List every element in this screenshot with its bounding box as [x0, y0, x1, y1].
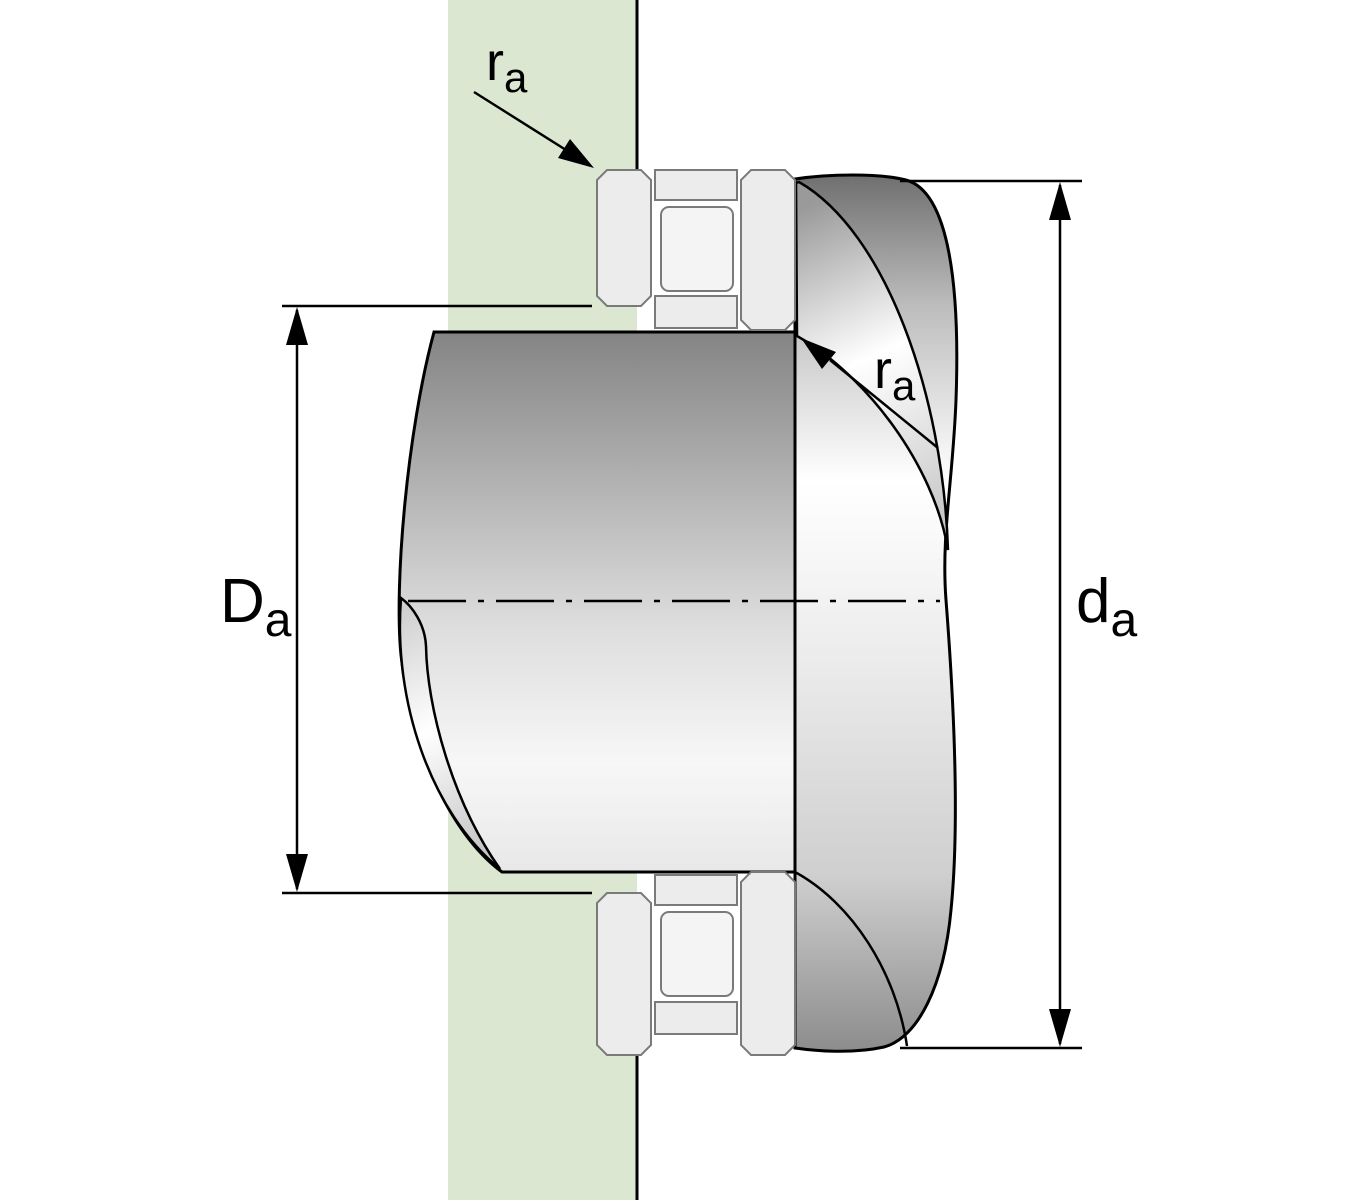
ra-inner-arrow-icon: [801, 338, 836, 369]
da-label: da: [1076, 567, 1137, 647]
collar-break-curve: [794, 870, 909, 1047]
ra-top-arrow-icon: [558, 139, 594, 168]
bearing-cage-bar-top-1: [654, 169, 738, 201]
ra-top-leader-line: [473, 90, 567, 152]
rolling-element-bottom: [660, 911, 734, 997]
dimension-Da: Da: [220, 304, 592, 895]
axial-bearing-top: [596, 169, 796, 331]
ra-top-label: ra: [486, 32, 528, 101]
ra-inner-label: ra: [874, 340, 916, 409]
dimension-da: da: [900, 179, 1137, 1050]
bearing-washer-inner-bottom: [740, 871, 796, 1056]
Da-arrow-down-icon: [286, 854, 308, 892]
Da-label: Da: [220, 567, 292, 647]
ra-inner-leader-line: [829, 359, 939, 449]
da-arrow-up-icon: [1049, 182, 1071, 220]
bearing-washer-inner-top: [740, 169, 796, 331]
callout-ra-top: ra: [473, 32, 594, 168]
da-arrow-down-icon: [1049, 1009, 1071, 1047]
bearing-washer-outer-bottom: [596, 892, 652, 1056]
bearing-cage-bar-bottom-2: [654, 1001, 738, 1035]
shaft-break-curl: [398, 595, 502, 870]
axial-bearing-bottom: [596, 871, 796, 1056]
rolling-element-top: [660, 206, 734, 292]
bearing-cage-bar-bottom-1: [654, 874, 738, 906]
bearing-cage-bar-top-2: [654, 295, 738, 329]
bearing-washer-outer-top: [596, 169, 652, 307]
Da-arrow-up-icon: [286, 307, 308, 345]
callout-ra-inner: ra: [801, 338, 939, 449]
